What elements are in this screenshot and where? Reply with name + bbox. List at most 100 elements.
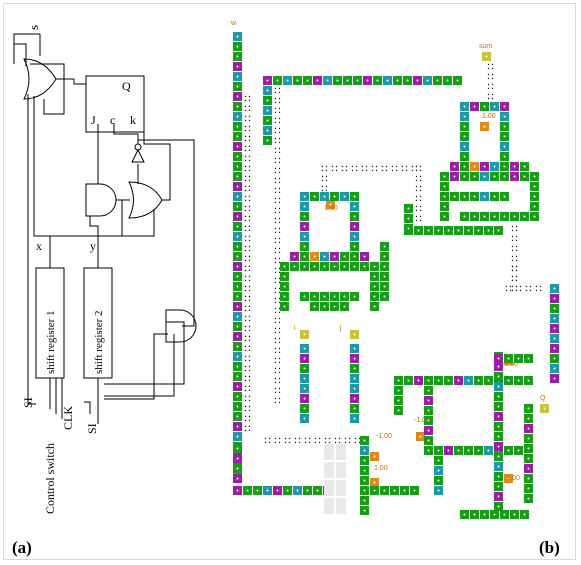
grid-cell-dot	[453, 165, 456, 168]
grid-cell-dot	[353, 295, 356, 298]
wire-dot	[248, 215, 251, 218]
wire-dot	[244, 189, 247, 192]
grid-cell-dot	[473, 513, 476, 516]
wire-dot	[278, 101, 281, 104]
panel-a-schematic	[13, 33, 197, 424]
wire-dot	[511, 255, 514, 258]
grid-cell-dot	[283, 305, 286, 308]
wire-dot	[274, 211, 277, 214]
grid-cell-dot	[346, 79, 349, 82]
grid-cell-dot	[533, 215, 536, 218]
grid-cell-dot	[553, 307, 556, 310]
wire-dot	[278, 321, 281, 324]
grid-cell-dot	[427, 429, 430, 432]
grid-cell-dot	[353, 347, 356, 350]
wire-dot	[278, 441, 281, 444]
wire-dot	[244, 359, 247, 362]
wire-dot	[274, 131, 277, 134]
wire-dot	[278, 437, 281, 440]
tag-q: Q	[540, 395, 546, 402]
wire-dot	[419, 185, 422, 188]
wire-dot	[515, 289, 518, 292]
grid-cell-dot	[353, 235, 356, 238]
wire-dot	[248, 309, 251, 312]
ff-k-label: k	[130, 113, 136, 127]
wire-dot	[274, 337, 277, 340]
wire-dot	[519, 289, 522, 292]
wire-dot	[348, 441, 351, 444]
grid-cell-dot	[353, 225, 356, 228]
wire-dot	[529, 289, 532, 292]
grid-cell-dot	[363, 439, 366, 442]
wire-dot	[248, 179, 251, 182]
grid-cell-dot	[477, 229, 480, 232]
grid-cell-dot	[493, 215, 496, 218]
wire-dot	[248, 155, 251, 158]
grid-cell-dot	[236, 135, 239, 138]
wire-dot	[274, 331, 277, 334]
grid-cell-dot	[303, 265, 306, 268]
grid-cell-dot	[497, 365, 500, 368]
grid-cell-dot	[363, 459, 366, 462]
wire-dot	[274, 287, 277, 290]
wire-dot	[491, 93, 494, 96]
grid-cell-dot	[236, 295, 239, 298]
wire-dot	[274, 327, 277, 330]
wire-dot	[325, 175, 328, 178]
wire-dot	[304, 437, 307, 440]
grid-cell-dot	[329, 203, 332, 206]
grid-cell-dot	[373, 265, 376, 268]
grid-cell-dot	[303, 295, 306, 298]
wire-dot	[491, 97, 494, 100]
grid-cell-dot	[236, 155, 239, 158]
wire-dot	[274, 391, 277, 394]
wire-dot	[278, 257, 281, 260]
grid-cell-dot	[533, 205, 536, 208]
wire-dot	[248, 139, 251, 142]
wire-dot	[248, 375, 251, 378]
wire-dot	[244, 405, 247, 408]
wire-dot	[248, 379, 251, 382]
wire-dot	[248, 395, 251, 398]
grid-cell-dot	[376, 79, 379, 82]
wire-dot	[248, 419, 251, 422]
jk-flip-flop	[85, 75, 145, 133]
grid-cell-dot	[457, 449, 460, 452]
grid-cell-dot	[523, 165, 526, 168]
wire-dot	[278, 177, 281, 180]
wire-dot	[244, 425, 247, 428]
wire-dot	[248, 95, 251, 98]
grid-cell-dot	[487, 229, 490, 232]
grid-cell-dot	[463, 165, 466, 168]
grid-cell-dot	[553, 327, 556, 330]
grid-cell-dot	[447, 379, 450, 382]
wire-dot	[491, 67, 494, 70]
grid-cell-dot	[303, 215, 306, 218]
wire-dot	[274, 181, 277, 184]
wire-dot	[314, 437, 317, 440]
wire-dot	[511, 275, 514, 278]
wire-dot	[505, 289, 508, 292]
grid-cell-dot	[397, 409, 400, 412]
wire-dot	[274, 341, 277, 344]
grid-cell-dot	[553, 357, 556, 360]
si-label-2: SI	[85, 423, 99, 434]
grid-cell-dot	[517, 357, 520, 360]
wire-dot	[308, 441, 311, 444]
wire-dot	[415, 205, 418, 208]
ff-j-label: J	[91, 113, 96, 127]
grid-cell-dot	[266, 89, 269, 92]
wire-dot	[491, 63, 494, 66]
grid-cell-dot	[353, 215, 356, 218]
grid-cell-dot	[513, 165, 516, 168]
grid-cell-dot	[236, 395, 239, 398]
wire-dot	[355, 169, 358, 172]
wire-dot	[278, 327, 281, 330]
wire-dot	[274, 101, 277, 104]
grid-cell-dot	[527, 417, 530, 420]
grid-cell-dot	[517, 379, 520, 382]
grid-cell-dot	[527, 457, 530, 460]
wire-dot	[375, 169, 378, 172]
grid-cell-dot	[316, 489, 319, 492]
wire-dot	[511, 225, 514, 228]
